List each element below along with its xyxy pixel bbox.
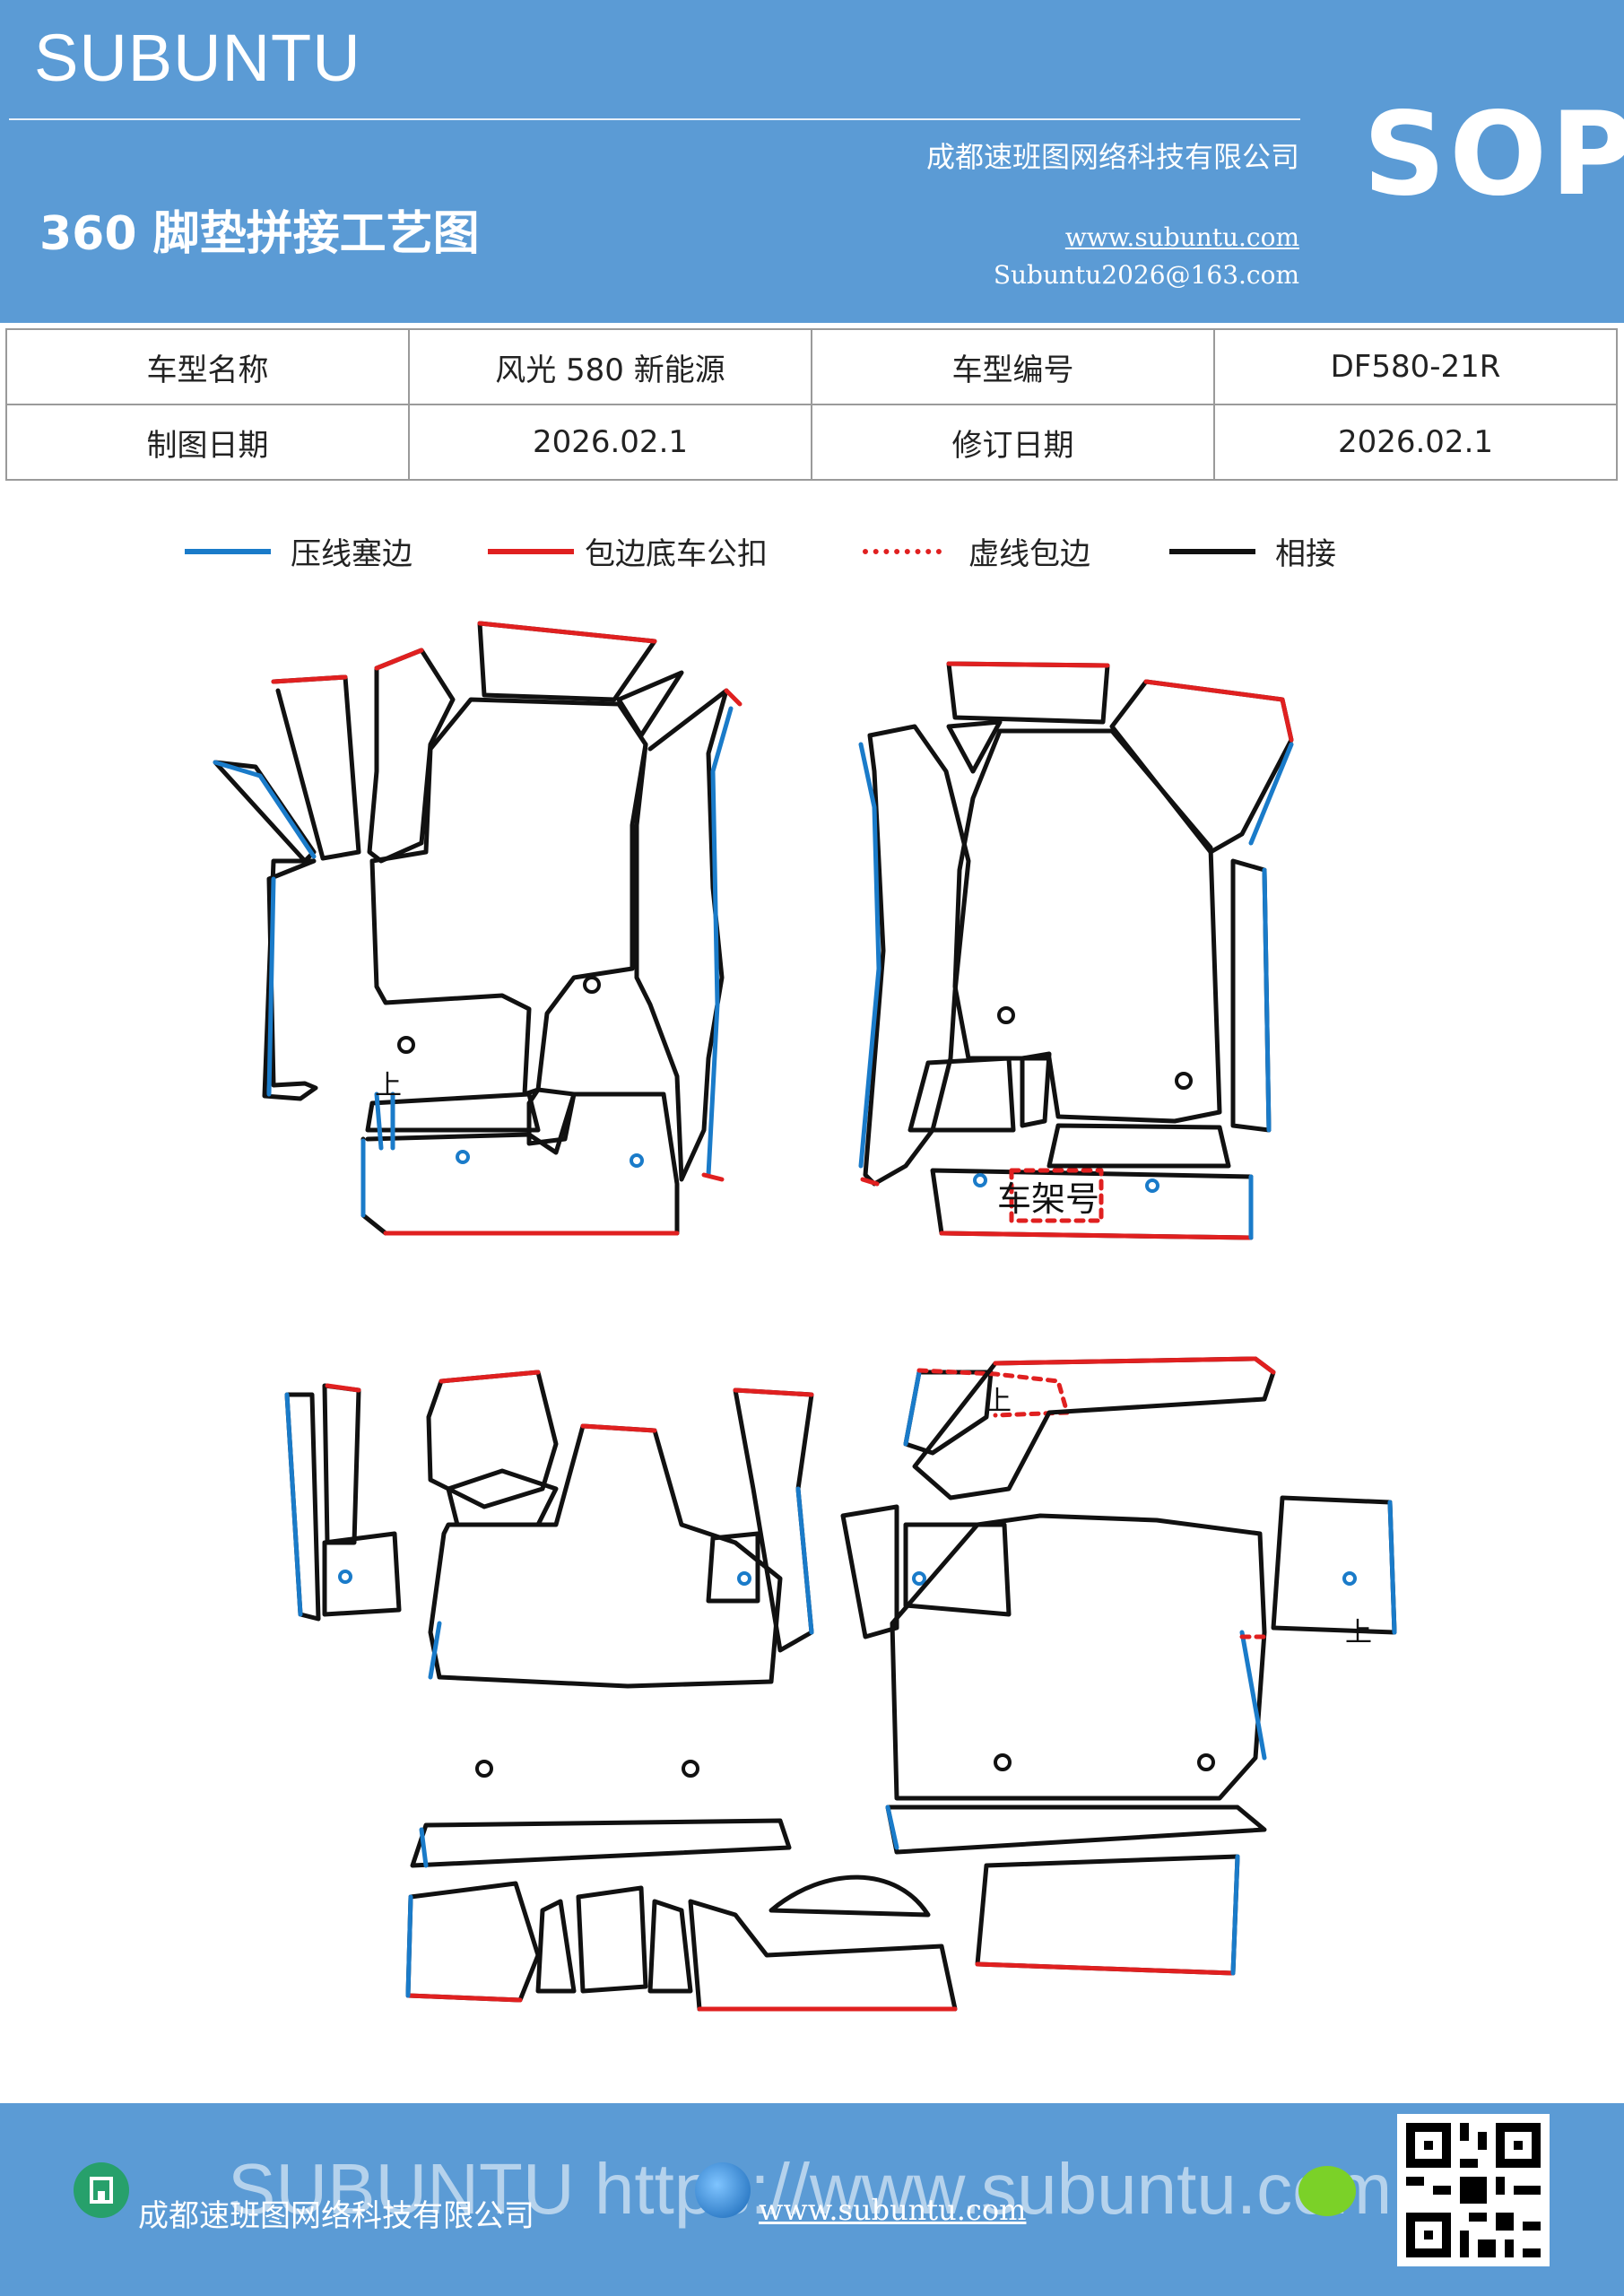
globe-icon: [695, 2162, 751, 2218]
wechat-icon[interactable]: [1298, 2166, 1356, 2216]
legend-label: 压线塞边: [291, 536, 413, 572]
table-row: 制图日期 2026.02.1 修订日期 2026.02.1: [5, 404, 1618, 481]
brand-logo-text: SUBUNTU: [34, 21, 361, 95]
up-marker: 上: [985, 1386, 1012, 1417]
legend-swatch: [1169, 549, 1255, 554]
header-banner: SUBUNTU 成都速班图网络科技有限公司 360 脚垫拼接工艺图 www.su…: [0, 0, 1624, 323]
doc-type-badge: SOP: [1363, 88, 1624, 222]
up-marker: 上: [375, 1070, 402, 1101]
up-marker: 上: [1345, 1617, 1372, 1648]
footer-website-link[interactable]: www.subuntu.com: [759, 2193, 1027, 2227]
model-code-value: DF580-21R: [1213, 328, 1618, 405]
legend: 压线塞边 包边底车公扣 虚线包边 相接: [0, 520, 1624, 583]
header-email[interactable]: Subuntu2026@163.com: [993, 260, 1299, 290]
legend-label: 相接: [1275, 536, 1336, 572]
draw-date-label: 制图日期: [5, 404, 410, 481]
footer-banner: SUBUNTU https://www.subuntu.com 成都速班图网络科…: [0, 2103, 1624, 2296]
mat-rear-right: 上 上: [840, 1356, 1397, 1976]
mat-front-left: 上: [213, 621, 743, 1236]
header-divider: [9, 118, 1300, 120]
mat-rear-left: [284, 1370, 958, 2012]
footer-watermark: SUBUNTU https://www.subuntu.com: [228, 2149, 1393, 2229]
revise-date-value: 2026.02.1: [1213, 404, 1618, 481]
building-icon: [74, 2162, 129, 2218]
legend-swatch: [488, 549, 574, 554]
footer-company: 成都速班图网络科技有限公司: [138, 2198, 534, 2234]
model-code-label: 车型编号: [811, 328, 1215, 405]
document-title: 360 脚垫拼接工艺图: [39, 207, 480, 261]
qr-code-icon[interactable]: [1397, 2114, 1550, 2266]
revise-date-label: 修订日期: [811, 404, 1215, 481]
legend-swatch: [185, 549, 271, 554]
header-website-link[interactable]: www.subuntu.com: [1064, 222, 1299, 252]
table-row: 车型名称 风光 580 新能源 车型编号 DF580-21R: [5, 328, 1618, 405]
info-table: 车型名称 风光 580 新能源 车型编号 DF580-21R 制图日期 2026…: [5, 328, 1618, 481]
draw-date-value: 2026.02.1: [408, 404, 812, 481]
model-name-label: 车型名称: [5, 328, 410, 405]
header-company: 成都速班图网络科技有限公司: [925, 140, 1299, 174]
frame-number-label: 车架号: [997, 1179, 1099, 1219]
model-name-value: 风光 580 新能源: [408, 328, 812, 405]
legend-swatch: [863, 549, 942, 554]
legend-label: 包边底车公扣: [585, 536, 768, 572]
mat-front-right: 车架号: [858, 661, 1294, 1240]
floor-mat-diagram: 上 车架号: [213, 621, 1397, 2012]
legend-label: 虚线包边: [968, 536, 1090, 572]
